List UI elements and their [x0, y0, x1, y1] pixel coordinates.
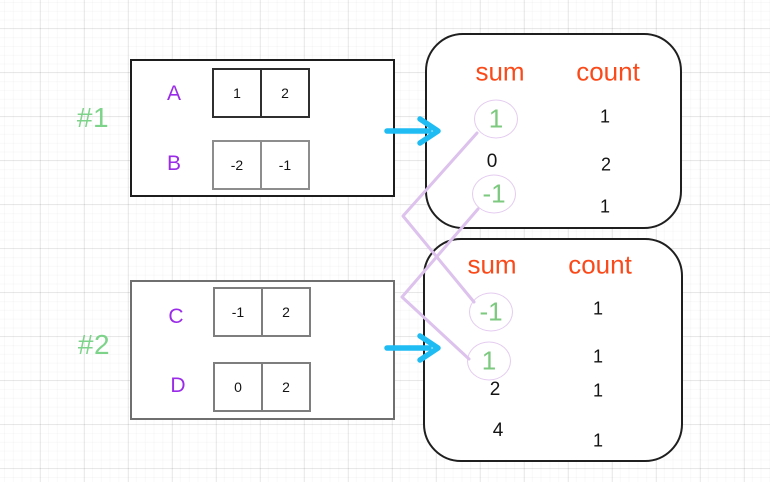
- example-1-count-2: 1: [599, 196, 611, 217]
- array-a-label: A: [166, 82, 182, 105]
- example-2-count-header: count: [568, 249, 632, 280]
- example-2-count-2: 1: [592, 380, 604, 401]
- example-1-sum-0: 1: [488, 103, 504, 134]
- example-2-count-1: 1: [592, 346, 604, 367]
- example-1-sum-header: sum: [475, 56, 525, 87]
- example-1-count-0: 1: [599, 106, 611, 127]
- array-d-cells: 0 2: [213, 362, 311, 412]
- example-2-count-3: 1: [592, 430, 604, 451]
- example-2-sum-3: 4: [492, 420, 504, 441]
- example-2-sum-2: 2: [489, 379, 501, 400]
- array-c-cell-1: 2: [261, 287, 311, 337]
- highlight-circle: 1: [467, 341, 511, 381]
- example-2-result-table: [423, 238, 683, 462]
- example-2-sum-1: 1: [481, 345, 497, 376]
- array-c-cell-0: -1: [213, 287, 263, 337]
- example-2-sum-0: -1: [479, 296, 503, 327]
- array-c-cells: -1 2: [213, 287, 311, 337]
- example-1-count-header: count: [576, 56, 640, 87]
- array-b-cell-0: -2: [212, 140, 262, 190]
- highlight-circle: -1: [469, 292, 513, 332]
- example-1-sum-1: 0: [486, 151, 498, 172]
- array-a-cell-0: 1: [212, 68, 262, 118]
- example-1-label: #1: [76, 102, 110, 133]
- example-2-count-0: 1: [592, 298, 604, 319]
- highlight-circle: 1: [474, 99, 518, 139]
- example-2-sum-header: sum: [467, 249, 517, 280]
- array-a-cells: 1 2: [212, 68, 310, 118]
- array-d-cell-1: 2: [261, 362, 311, 412]
- highlight-circle: -1: [472, 174, 516, 214]
- array-b-label: B: [166, 152, 182, 175]
- example-1-count-1: 2: [600, 154, 612, 175]
- array-d-cell-0: 0: [213, 362, 263, 412]
- array-c-label: C: [168, 305, 184, 328]
- array-d-label: D: [170, 374, 186, 397]
- array-b-cells: -2 -1: [212, 140, 310, 190]
- array-a-cell-1: 2: [260, 68, 310, 118]
- array-b-cell-1: -1: [260, 140, 310, 190]
- example-1-result-table: [425, 33, 682, 229]
- example-2-label: #2: [77, 329, 111, 360]
- example-1-sum-2: -1: [482, 178, 506, 209]
